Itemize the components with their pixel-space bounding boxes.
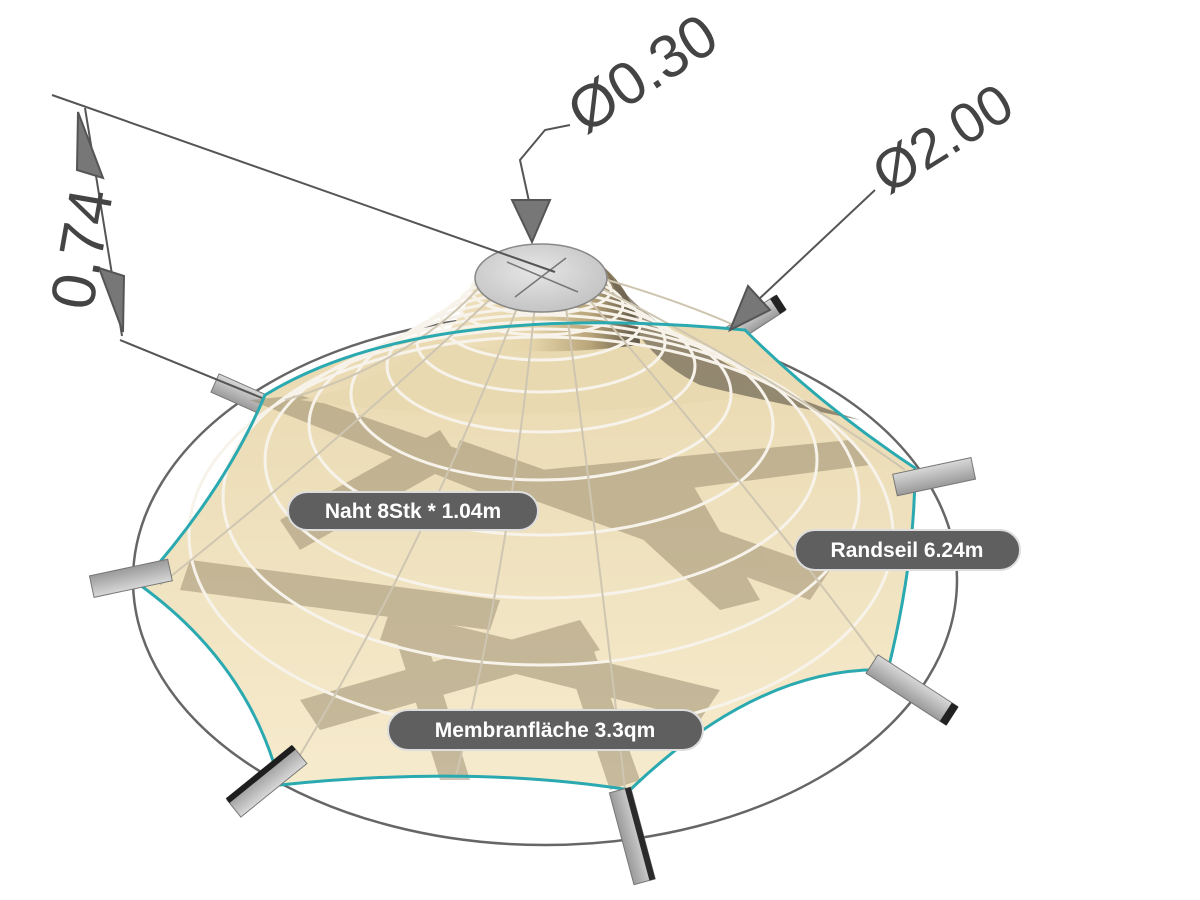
svg-text:Naht 8Stk * 1.04m: Naht 8Stk * 1.04m	[325, 500, 501, 523]
base-diameter-leader	[728, 189, 876, 333]
post-group-front	[88, 457, 977, 886]
cone-shoulder	[300, 340, 760, 414]
base-diameter-label: Ø2.00	[861, 71, 1024, 205]
edge-cable	[137, 321, 917, 792]
top-diameter-label: Ø0.30	[556, 1, 730, 146]
svg-text:Membranfläche 3.3qm: Membranfläche 3.3qm	[435, 719, 656, 742]
top-diameter-leader	[510, 124, 571, 245]
post-w	[88, 558, 173, 598]
post-sw	[225, 744, 308, 818]
post-e	[892, 457, 977, 497]
edge-cable-label: Randseil 6.24m	[794, 529, 1021, 571]
cone-dark-side	[605, 268, 860, 420]
membrane-area-label: Membranfläche 3.3qm	[387, 709, 704, 751]
seam-label: Naht 8Stk * 1.04m	[287, 491, 539, 531]
height-dimension	[51, 94, 556, 399]
post-s	[608, 786, 656, 886]
svg-text:Randseil 6.24m: Randseil 6.24m	[831, 539, 984, 562]
post-se	[865, 654, 959, 726]
top-ring	[474, 243, 608, 313]
